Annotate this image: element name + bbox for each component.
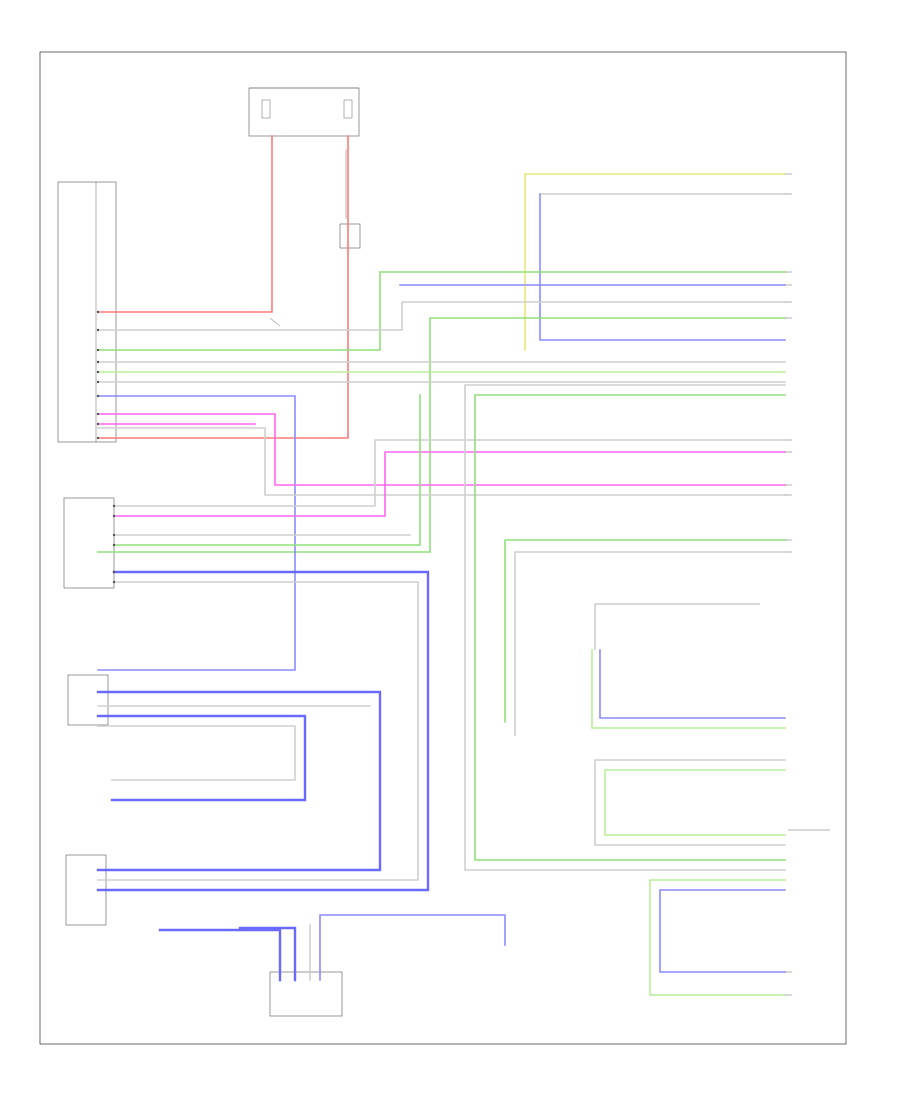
blue-wire-top — [539, 193, 786, 341]
bottom-connector — [269, 971, 343, 1017]
green-wire-right-2 — [504, 539, 786, 723]
gray-wire-left — [97, 427, 786, 496]
diagram-frame — [39, 51, 847, 1045]
magenta-wire-3 — [113, 451, 786, 517]
green-wire-long-1 — [97, 271, 786, 351]
gray-wire-mid-3 — [97, 581, 419, 881]
green-wire-bottom-right — [649, 879, 786, 996]
right-terminals — [785, 173, 792, 996]
fuse-box — [248, 87, 360, 137]
green-wire-right-lower — [604, 769, 786, 836]
gray-wire-mid-1 — [113, 439, 786, 507]
connector-pins — [96, 310, 116, 584]
red-wire-2 — [97, 135, 349, 439]
blue-wire-bottom-right — [659, 889, 786, 973]
gray-wire-right-2 — [464, 384, 786, 871]
blue-wire-right-mid — [599, 649, 786, 719]
lower-left-module — [65, 674, 109, 926]
middle-connector — [63, 497, 115, 589]
dark-blue-wire-1 — [96, 570, 430, 892]
right-module-outline — [594, 603, 830, 831]
gray-wire-right-lower — [594, 759, 786, 846]
green-wire-mid — [113, 394, 421, 546]
gray-wire-right-3 — [514, 551, 786, 736]
dark-blue-wire-bottom-1 — [158, 928, 282, 982]
dark-blue-wire-2 — [96, 690, 382, 872]
gray-wire-lower-2 — [97, 725, 296, 781]
red-wire-1 — [97, 135, 273, 313]
green-wire-right-1 — [474, 394, 786, 861]
yellow-wire — [524, 173, 786, 351]
green-wire-long-2 — [97, 317, 786, 553]
green-wire-right-mid — [591, 649, 786, 729]
blue-wire-left — [97, 395, 296, 671]
relay — [339, 223, 361, 249]
gray-wire-long-1 — [97, 301, 786, 331]
magenta-wire-1 — [97, 413, 786, 486]
dark-blue-wire-3 — [96, 714, 307, 802]
dark-blue-wire-bottom-2 — [238, 926, 297, 982]
blue-wire-bottom — [319, 914, 506, 981]
